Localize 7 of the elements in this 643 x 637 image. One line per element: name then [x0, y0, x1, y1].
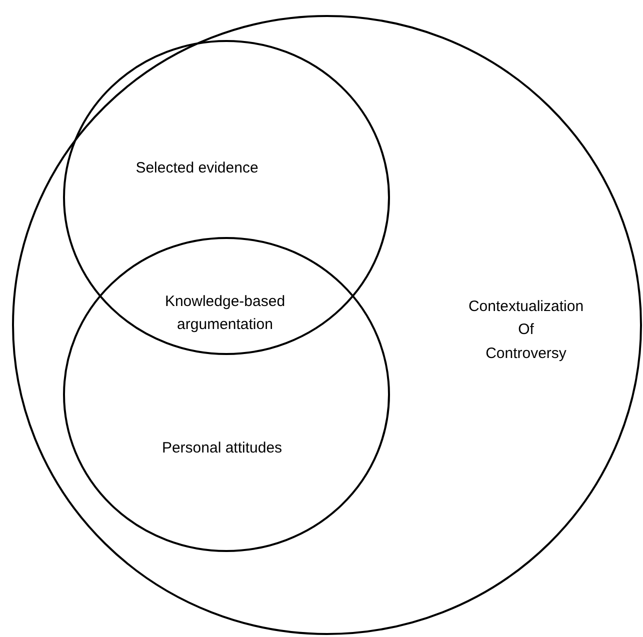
circle-label: Contextualization Of Controversy: [468, 297, 584, 364]
overlap-label: Knowledge-based argumentation: [164, 292, 286, 335]
circle-label: Selected evidence: [136, 158, 258, 178]
venn-circle: [12, 15, 642, 635]
circle-label: Personal attitudes: [162, 438, 282, 458]
venn-circle: [63, 40, 390, 355]
venn-circle: [63, 237, 390, 552]
